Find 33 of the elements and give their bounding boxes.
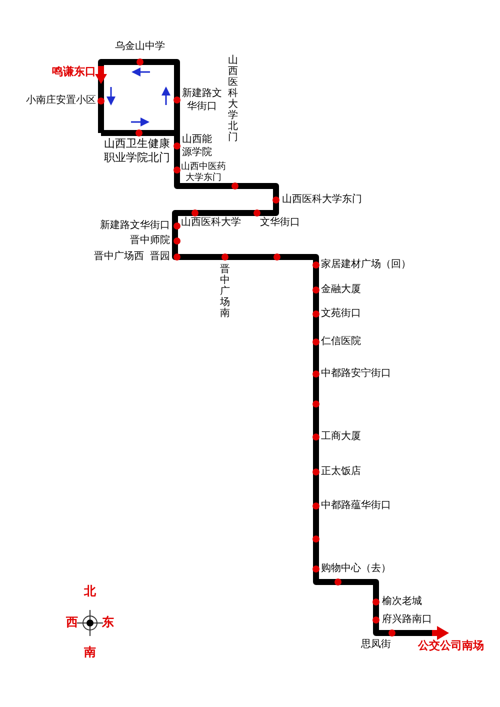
stop-name: 山西医科大学 <box>181 217 241 230</box>
stop-name: 新建路文华街口 <box>181 88 223 113</box>
stop-name: 中都路蕴华街口 <box>321 500 391 512</box>
stop-name: 文苑街口 <box>321 308 361 320</box>
stop-name: 工商大厦 <box>321 431 361 444</box>
start-stop-name: 鸣谦东口 <box>52 65 96 79</box>
stop-name: 晋中师院 <box>130 235 170 248</box>
stop-name: 晋园 <box>150 251 170 264</box>
stop-name: 正太饭店 <box>321 466 361 478</box>
stop-name: 思凤街 <box>361 639 391 652</box>
compass-label: 东 <box>102 615 114 630</box>
stop-name: 山西医科大学东门 <box>282 194 362 206</box>
stop-name: 晋中广场西 <box>94 251 144 264</box>
stop-name: 金融大厦 <box>321 284 361 296</box>
stop-name: 山西中医药大学东门 <box>180 162 227 184</box>
stop-name: 山西能源学院 <box>181 134 213 159</box>
stop-name: 家居建材广场（回） <box>321 259 411 272</box>
stop-name: 新建路文华街口 <box>100 220 170 232</box>
stop-name: 乌金山中学 <box>115 41 165 54</box>
stop-name: 山西医科大学北门 <box>228 55 238 143</box>
compass-label: 北 <box>84 584 96 599</box>
compass-label: 南 <box>84 645 96 660</box>
stop-name: 购物中心（去） <box>321 563 391 576</box>
stop-name: 山西卫生健康职业学院北门 <box>103 137 171 164</box>
stop-name: 中都路安宁街口 <box>321 368 391 380</box>
stop-name: 文华街口 <box>260 217 300 230</box>
stop-name: 榆次老城 <box>382 596 422 608</box>
stop-name: 小南庄安置小区 <box>26 95 96 108</box>
stop-name: 仁信医院 <box>321 336 361 348</box>
terminal-stop-name: 公交公司南场 <box>418 639 484 653</box>
stop-name: 府兴路南口 <box>382 614 432 626</box>
compass-label: 西 <box>66 615 78 630</box>
stop-name: 晋中广场南 <box>220 264 230 319</box>
